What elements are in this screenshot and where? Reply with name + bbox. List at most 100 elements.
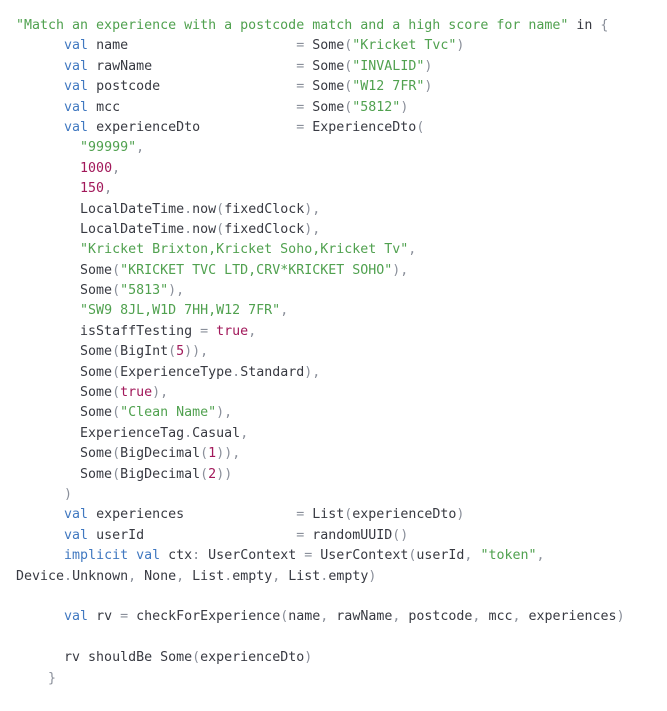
code-token: ExperienceTag bbox=[16, 425, 185, 441]
code-token: ( bbox=[112, 262, 121, 278]
code-token: 1000 bbox=[80, 160, 113, 176]
code-token: empty bbox=[232, 568, 273, 584]
code-token bbox=[16, 507, 64, 522]
code-token: ( bbox=[344, 99, 353, 115]
code-token: () bbox=[392, 527, 409, 543]
code-token: ( bbox=[280, 609, 289, 625]
code-token: Some bbox=[16, 262, 113, 278]
code-token: true bbox=[216, 323, 249, 339]
code-token: Some bbox=[16, 364, 113, 380]
code-token: empty bbox=[328, 568, 369, 584]
code-token: ExperienceDto bbox=[304, 119, 417, 135]
code-token: Some bbox=[304, 79, 345, 95]
code-token bbox=[16, 487, 64, 502]
code-token: val bbox=[64, 58, 89, 74]
code-line bbox=[16, 628, 667, 648]
code-token: } bbox=[48, 670, 57, 686]
code-line: } bbox=[16, 669, 667, 689]
code-token: "99999" bbox=[80, 140, 137, 156]
code-token: experienceDto bbox=[88, 119, 297, 135]
code-token: ) bbox=[304, 650, 313, 666]
code-token: ), bbox=[216, 405, 233, 421]
code-token: = bbox=[296, 58, 305, 74]
code-token: ( bbox=[344, 79, 353, 95]
code-line: val rawName = Some("INVALID") bbox=[16, 57, 667, 77]
code-token: experiences bbox=[88, 507, 297, 523]
code-token: "Match an experience with a postcode mat… bbox=[16, 18, 569, 33]
code-token bbox=[16, 100, 64, 115]
code-line bbox=[16, 587, 667, 607]
code-line: Some(ExperienceType.Standard), bbox=[16, 363, 667, 383]
code-token: ExperienceType bbox=[120, 364, 233, 380]
code-line: "99999", bbox=[16, 138, 667, 158]
code-token: ) bbox=[616, 609, 625, 625]
code-token: List bbox=[184, 568, 225, 584]
code-token bbox=[16, 79, 64, 94]
code-token: name bbox=[288, 609, 321, 625]
code-token: val bbox=[64, 609, 89, 625]
code-token: in bbox=[568, 18, 601, 33]
code-token: BigInt bbox=[120, 344, 169, 360]
code-token bbox=[16, 609, 64, 624]
code-token: true bbox=[120, 385, 153, 401]
code-token: postcode bbox=[88, 79, 297, 95]
code-token: Some bbox=[16, 405, 113, 421]
code-token: , bbox=[512, 609, 521, 625]
code-token: rv shouldBe Some bbox=[16, 650, 193, 666]
code-token: ) bbox=[456, 38, 465, 54]
code-token: = bbox=[120, 609, 129, 625]
code-token: "SW9 8JL,W1D 7HH,W12 7FR" bbox=[80, 303, 281, 319]
code-token: LocalDateTime bbox=[16, 221, 185, 237]
code-token: List bbox=[304, 507, 345, 523]
code-token: = bbox=[296, 527, 305, 543]
code-token: ( bbox=[112, 446, 121, 462]
code-token: Some bbox=[16, 344, 113, 360]
code-token: = bbox=[296, 507, 305, 523]
code-token: userId bbox=[416, 548, 465, 564]
code-token: val bbox=[64, 507, 89, 523]
code-token: = bbox=[296, 79, 305, 95]
code-line: val name = Some("Kricket Tvc") bbox=[16, 36, 667, 56]
code-token: ( bbox=[216, 221, 225, 237]
code-token: Device bbox=[16, 568, 65, 584]
code-token: Some bbox=[16, 283, 113, 299]
code-token: ), bbox=[304, 221, 321, 237]
code-token: , bbox=[176, 568, 185, 584]
code-token: 2 bbox=[208, 466, 217, 482]
code-token: ( bbox=[112, 344, 121, 360]
code-token: val bbox=[64, 79, 89, 95]
code-line: val mcc = Some("5812") bbox=[16, 98, 667, 118]
code-token: fixedClock bbox=[224, 201, 305, 217]
code-block: "Match an experience with a postcode mat… bbox=[16, 18, 667, 689]
code-token: ), bbox=[152, 385, 169, 401]
code-token: = bbox=[296, 119, 305, 135]
code-token: randomUUID bbox=[304, 527, 393, 543]
code-token: Standard bbox=[240, 364, 305, 380]
code-token: "INVALID" bbox=[352, 58, 425, 74]
code-line: Some("Clean Name"), bbox=[16, 403, 667, 423]
code-line: Some("5813"), bbox=[16, 281, 667, 301]
code-token: name bbox=[88, 38, 297, 54]
code-line: Some(true), bbox=[16, 383, 667, 403]
code-line: ExperienceTag.Casual, bbox=[16, 424, 667, 444]
code-token: fixedClock bbox=[224, 221, 305, 237]
code-token: 150 bbox=[80, 181, 105, 197]
code-line: implicit val ctx: UserContext = UserCont… bbox=[16, 546, 667, 566]
code-token: "5813" bbox=[120, 283, 169, 299]
code-token bbox=[16, 59, 64, 74]
code-token: UserContext bbox=[200, 548, 305, 564]
code-token: { bbox=[600, 18, 609, 33]
code-token: ( bbox=[168, 344, 177, 360]
code-token: "Kricket Brixton,Kricket Soho,Kricket Tv… bbox=[80, 242, 409, 258]
code-token: isStaffTesting bbox=[16, 323, 201, 339]
code-token: Unknown bbox=[72, 568, 129, 584]
code-token: . bbox=[320, 568, 329, 584]
code-token: 5 bbox=[176, 344, 185, 360]
code-token: , bbox=[272, 568, 281, 584]
code-token: mcc bbox=[88, 99, 297, 115]
code-token: userId bbox=[88, 527, 297, 543]
code-token: ( bbox=[344, 507, 353, 523]
code-token: , bbox=[472, 609, 481, 625]
code-token: rv bbox=[88, 609, 121, 625]
code-token: ( bbox=[344, 58, 353, 74]
